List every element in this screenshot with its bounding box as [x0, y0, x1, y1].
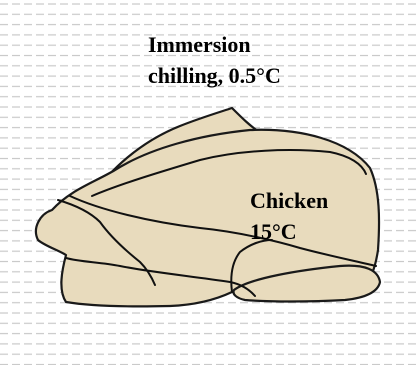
- bath-label-line1: Immersion: [148, 30, 251, 60]
- chicken-label-line2: 15°C: [250, 217, 297, 247]
- bath-label-line2: chilling, 0.5°C: [148, 61, 281, 91]
- chicken-label-line1: Chicken: [250, 186, 328, 216]
